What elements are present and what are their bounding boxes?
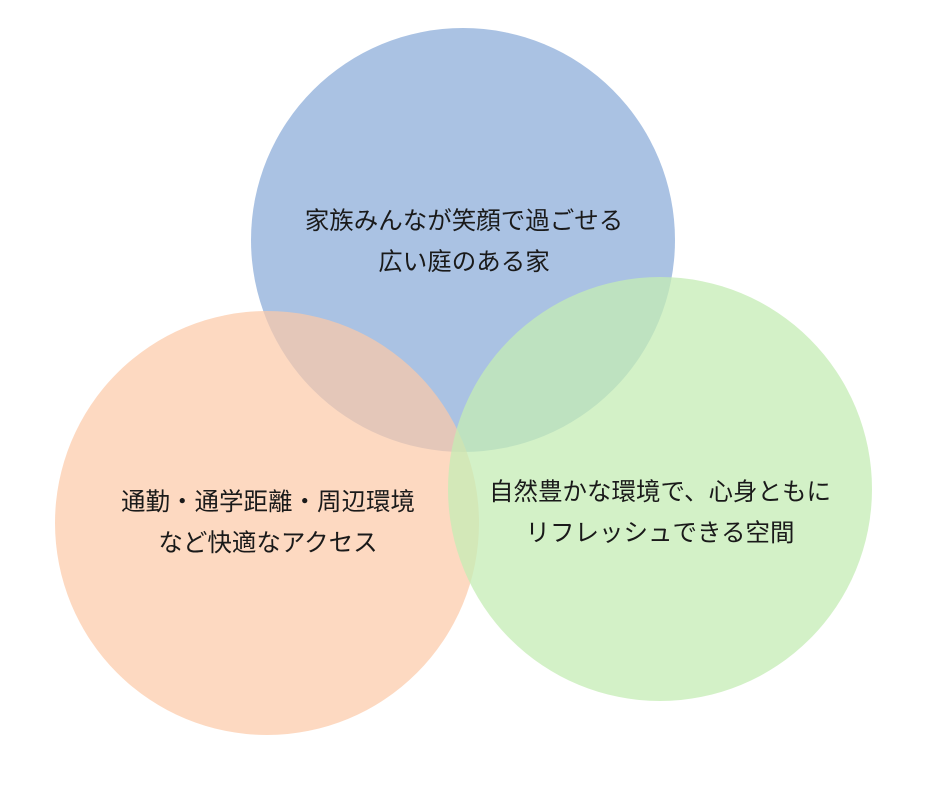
label-access-line-1: 通勤・通学距離・周辺環境 [121, 487, 415, 516]
label-access-line-2: など快適なアクセス [158, 528, 378, 557]
label-nature-line-1: 自然豊かな環境で、心身ともに [488, 477, 832, 506]
label-nature-line-2: リフレッシュできる空間 [525, 518, 795, 547]
label-access: 通勤・通学距離・周辺環境 など快適なアクセス [30, 481, 506, 563]
circle-access [55, 311, 479, 735]
label-family-garden-line-2: 広い庭のある家 [378, 247, 550, 276]
circle-nature [448, 277, 872, 701]
label-family-garden-line-1: 家族みんなが笑顔で過ごせる [304, 206, 624, 235]
label-family-garden: 家族みんなが笑顔で過ごせる 広い庭のある家 [212, 200, 716, 282]
label-nature: 自然豊かな環境で、心身ともに リフレッシュできる空間 [420, 471, 900, 553]
